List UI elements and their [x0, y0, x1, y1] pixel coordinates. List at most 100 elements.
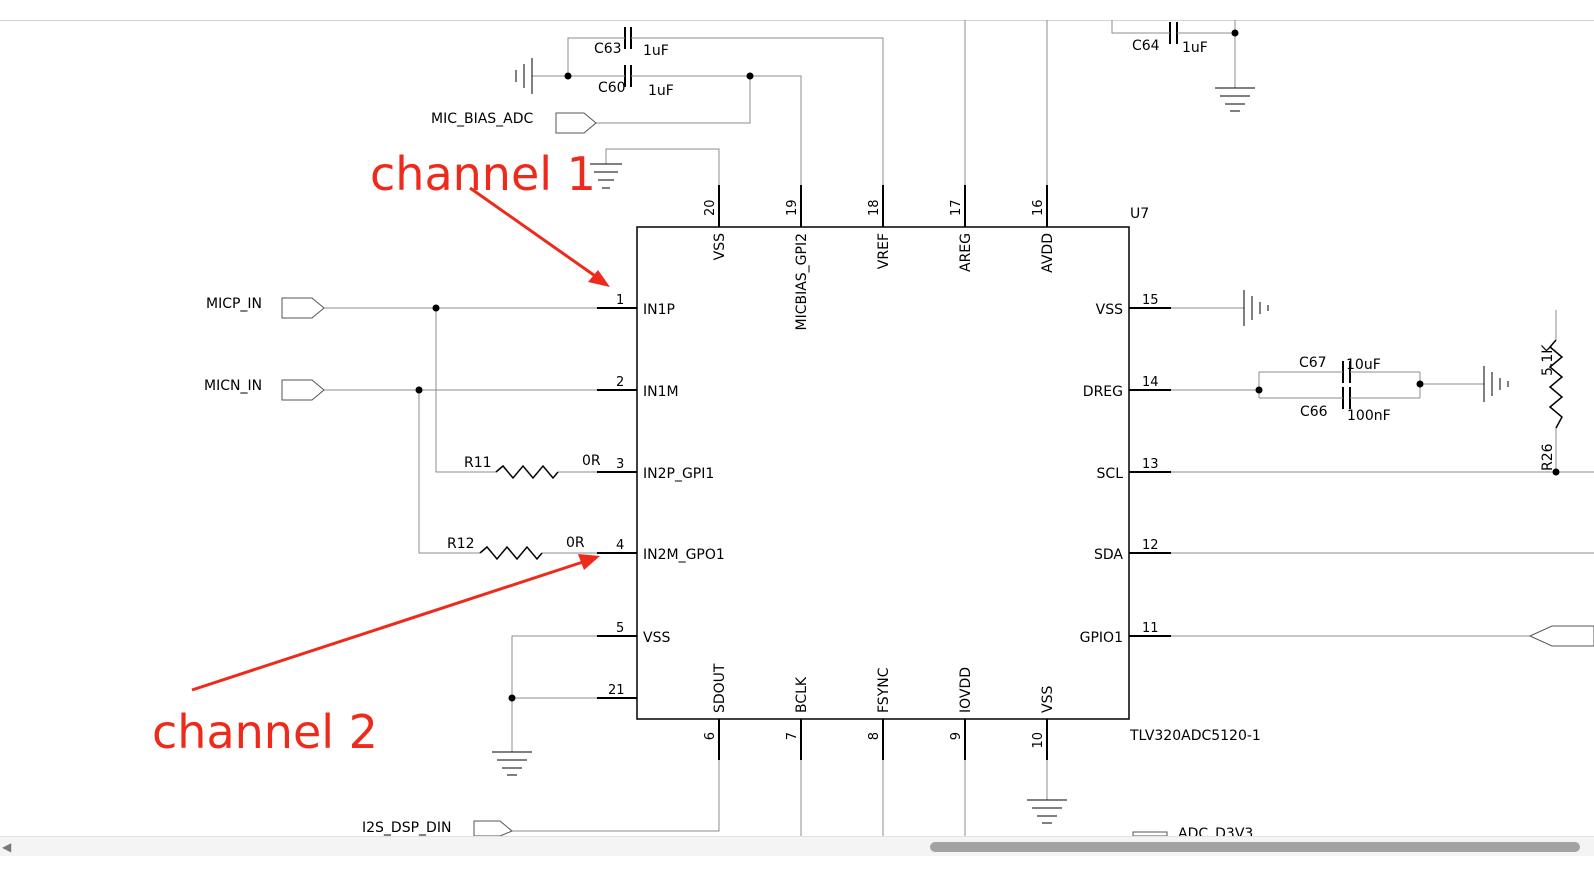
port-mic-bias[interactable]: MIC_BIAS_ADC — [431, 111, 597, 134]
pin-name-in1p: IN1P — [643, 302, 675, 318]
port-micn[interactable]: MICN_IN — [204, 378, 325, 401]
ic-bottom-pins: 6 7 8 9 10 SDOUT BCLK FSYNC IOVDD VSS — [703, 663, 1056, 760]
pin-name-areg: AREG — [958, 233, 974, 272]
pin-name-vss-bottom: VSS — [1040, 686, 1056, 713]
svg-text:0R: 0R — [582, 453, 601, 469]
ic-ref: U7 — [1130, 206, 1149, 222]
pin-name-avdd: AVDD — [1040, 233, 1056, 273]
pin-name-sdout: SDOUT — [712, 663, 728, 713]
status-area — [0, 856, 1594, 875]
svg-text:ADC_D3V3: ADC_D3V3 — [1178, 826, 1253, 836]
svg-text:1uF: 1uF — [643, 43, 669, 59]
ground-icon — [1215, 87, 1255, 112]
svg-text:C67: C67 — [1299, 355, 1327, 371]
scroll-left-arrow-icon[interactable]: ◀ — [2, 840, 12, 854]
ground-icon — [515, 58, 533, 94]
pin-name-vss-left: VSS — [643, 630, 670, 646]
pin-name-dreg: DREG — [1083, 384, 1123, 400]
svg-text:MIC_BIAS_ADC: MIC_BIAS_ADC — [431, 111, 534, 127]
svg-text:C60: C60 — [598, 80, 626, 96]
ic-part: TLV320ADC5120-1 — [1129, 728, 1261, 744]
pin-num: 14 — [1142, 375, 1159, 390]
svg-text:10uF: 10uF — [1346, 357, 1381, 373]
pin-name-scl: SCL — [1097, 466, 1124, 482]
ground-icon — [1483, 366, 1509, 402]
svg-text:C63: C63 — [594, 41, 622, 57]
pin-name-vss-right: VSS — [1096, 302, 1123, 318]
ic-top-pins: 20 19 18 17 16 VSS MICBIAS_GPI2 VREF ARE… — [703, 185, 1056, 331]
capacitor-c67[interactable]: C67 10uF — [1299, 355, 1381, 383]
pin-name-in1m: IN1M — [643, 384, 679, 400]
svg-text:100nF: 100nF — [1347, 408, 1391, 424]
pin-num: 15 — [1142, 293, 1159, 308]
toolbar — [0, 0, 1594, 21]
svg-text:1uF: 1uF — [648, 83, 674, 99]
ic-right-pins: 15 14 13 12 11 VSS DREG SCL SDA GPIO1 — [1080, 293, 1171, 646]
pin-name-vref: VREF — [876, 233, 892, 269]
pin-num: 21 — [608, 683, 625, 698]
svg-text:C66: C66 — [1300, 404, 1328, 420]
scrollbar-thumb[interactable] — [930, 842, 1580, 852]
pin-name-micbias: MICBIAS_GPI2 — [794, 233, 810, 331]
pin-name-bclk: BCLK — [794, 676, 810, 713]
annotation-channel1: channel 1 — [370, 147, 610, 287]
port-micp[interactable]: MICP_IN — [206, 296, 325, 319]
pin-num: 12 — [1142, 538, 1159, 553]
pin-num: 4 — [616, 538, 624, 553]
schematic-canvas[interactable]: U7 TLV320ADC5120-1 1 2 3 4 5 21 IN1P IN1… — [0, 20, 1594, 836]
svg-text:R12: R12 — [447, 536, 475, 552]
svg-text:R11: R11 — [464, 455, 492, 471]
resistor-r26[interactable]: 5.1K R26 — [1540, 339, 1564, 471]
port-gpio1-out[interactable] — [1528, 625, 1594, 647]
pin-num: 7 — [785, 732, 800, 740]
port-adc-supply[interactable]: ADC_D3V3 — [1132, 826, 1253, 836]
ground-icon — [1027, 799, 1067, 824]
svg-text:MICP_IN: MICP_IN — [206, 296, 262, 312]
pin-num: 18 — [867, 199, 882, 216]
svg-text:5.1K: 5.1K — [1540, 344, 1556, 376]
pin-name-fsync: FSYNC — [876, 667, 892, 713]
svg-text:R26: R26 — [1540, 443, 1556, 471]
capacitor-c64[interactable]: C64 1uF — [1132, 22, 1208, 56]
pin-num: 9 — [949, 732, 964, 740]
ground-icon — [1243, 290, 1269, 326]
horizontal-scrollbar[interactable]: ◀ — [0, 836, 1594, 857]
pin-name-in2p: IN2P_GPI1 — [643, 466, 714, 482]
svg-text:channel 2: channel 2 — [152, 705, 378, 759]
svg-text:C64: C64 — [1132, 38, 1160, 54]
ground-symbols — [492, 58, 1509, 824]
capacitor-c66[interactable]: C66 100nF — [1300, 387, 1391, 424]
pin-num: 5 — [616, 621, 624, 636]
pin-num: 16 — [1031, 199, 1046, 216]
annotation-channel2: channel 2 — [152, 554, 600, 759]
port-i2s[interactable]: I2S_DSP_DIN — [362, 820, 513, 836]
pin-name-sda: SDA — [1094, 547, 1123, 563]
svg-text:channel 1: channel 1 — [370, 147, 596, 201]
capacitor-c60[interactable]: C60 1uF — [598, 65, 674, 99]
pin-num: 10 — [1031, 732, 1046, 749]
pin-num: 1 — [616, 293, 624, 308]
svg-text:MICN_IN: MICN_IN — [204, 378, 262, 394]
pin-num: 20 — [703, 199, 718, 216]
svg-text:1uF: 1uF — [1182, 40, 1208, 56]
pin-num: 2 — [616, 375, 624, 390]
pin-num: 13 — [1142, 457, 1159, 472]
pin-name-in2m: IN2M_GPO1 — [643, 547, 725, 563]
pin-num: 3 — [616, 457, 624, 472]
wires — [324, 20, 1594, 836]
pin-num: 11 — [1142, 621, 1159, 636]
pin-num: 8 — [867, 732, 882, 740]
ic-left-pins: 1 2 3 4 5 21 IN1P IN1M IN2P_GPI1 IN2M_GP… — [597, 293, 725, 699]
ground-icon — [492, 751, 532, 776]
pin-name-vss-top: VSS — [712, 233, 728, 260]
svg-text:I2S_DSP_DIN: I2S_DSP_DIN — [362, 820, 451, 836]
resistor-r11[interactable]: R11 0R — [464, 453, 601, 480]
ground-icon — [590, 163, 622, 189]
junction-dots — [415, 29, 1560, 702]
resistor-r12[interactable]: R12 0R — [447, 535, 585, 561]
capacitor-c63[interactable]: C63 1uF — [594, 27, 669, 59]
pin-name-gpio1: GPIO1 — [1080, 630, 1123, 646]
pin-num: 6 — [703, 732, 718, 740]
svg-text:0R: 0R — [566, 535, 585, 551]
pin-num: 17 — [949, 199, 964, 216]
